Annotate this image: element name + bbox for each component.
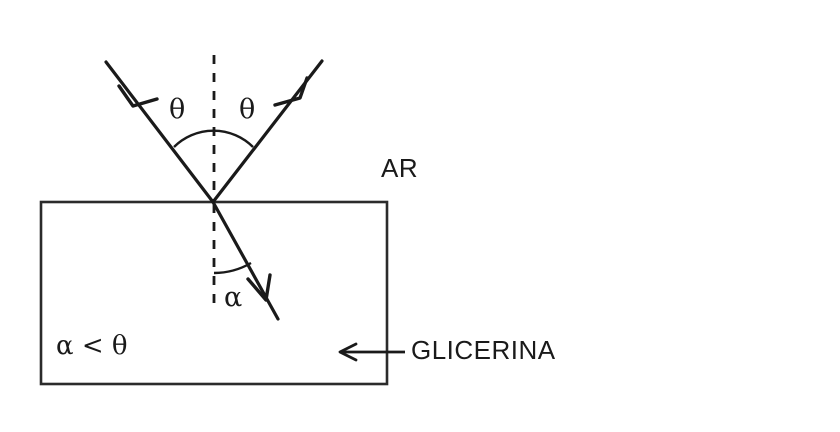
medium-label-glycerine: GLICERINA — [411, 335, 556, 365]
reflected-ray-arrowhead — [273, 76, 309, 107]
angle-label-refraction: α — [224, 282, 243, 313]
incident-ray-arrowhead — [117, 84, 159, 108]
refracted-ray-arrowhead — [246, 273, 272, 302]
angle-label-reflection: θ — [239, 94, 256, 125]
medium-label-air: AR — [381, 153, 419, 183]
glicerina-leader-arrowhead — [338, 342, 358, 362]
incident-ray — [104, 60, 215, 204]
alpha-angle-arc — [213, 261, 252, 275]
angle-label-incidence: θ — [169, 94, 186, 125]
angle-relation-note: α < θ — [56, 331, 128, 361]
refracted-ray — [211, 200, 280, 321]
theta-angle-arc — [173, 129, 254, 148]
